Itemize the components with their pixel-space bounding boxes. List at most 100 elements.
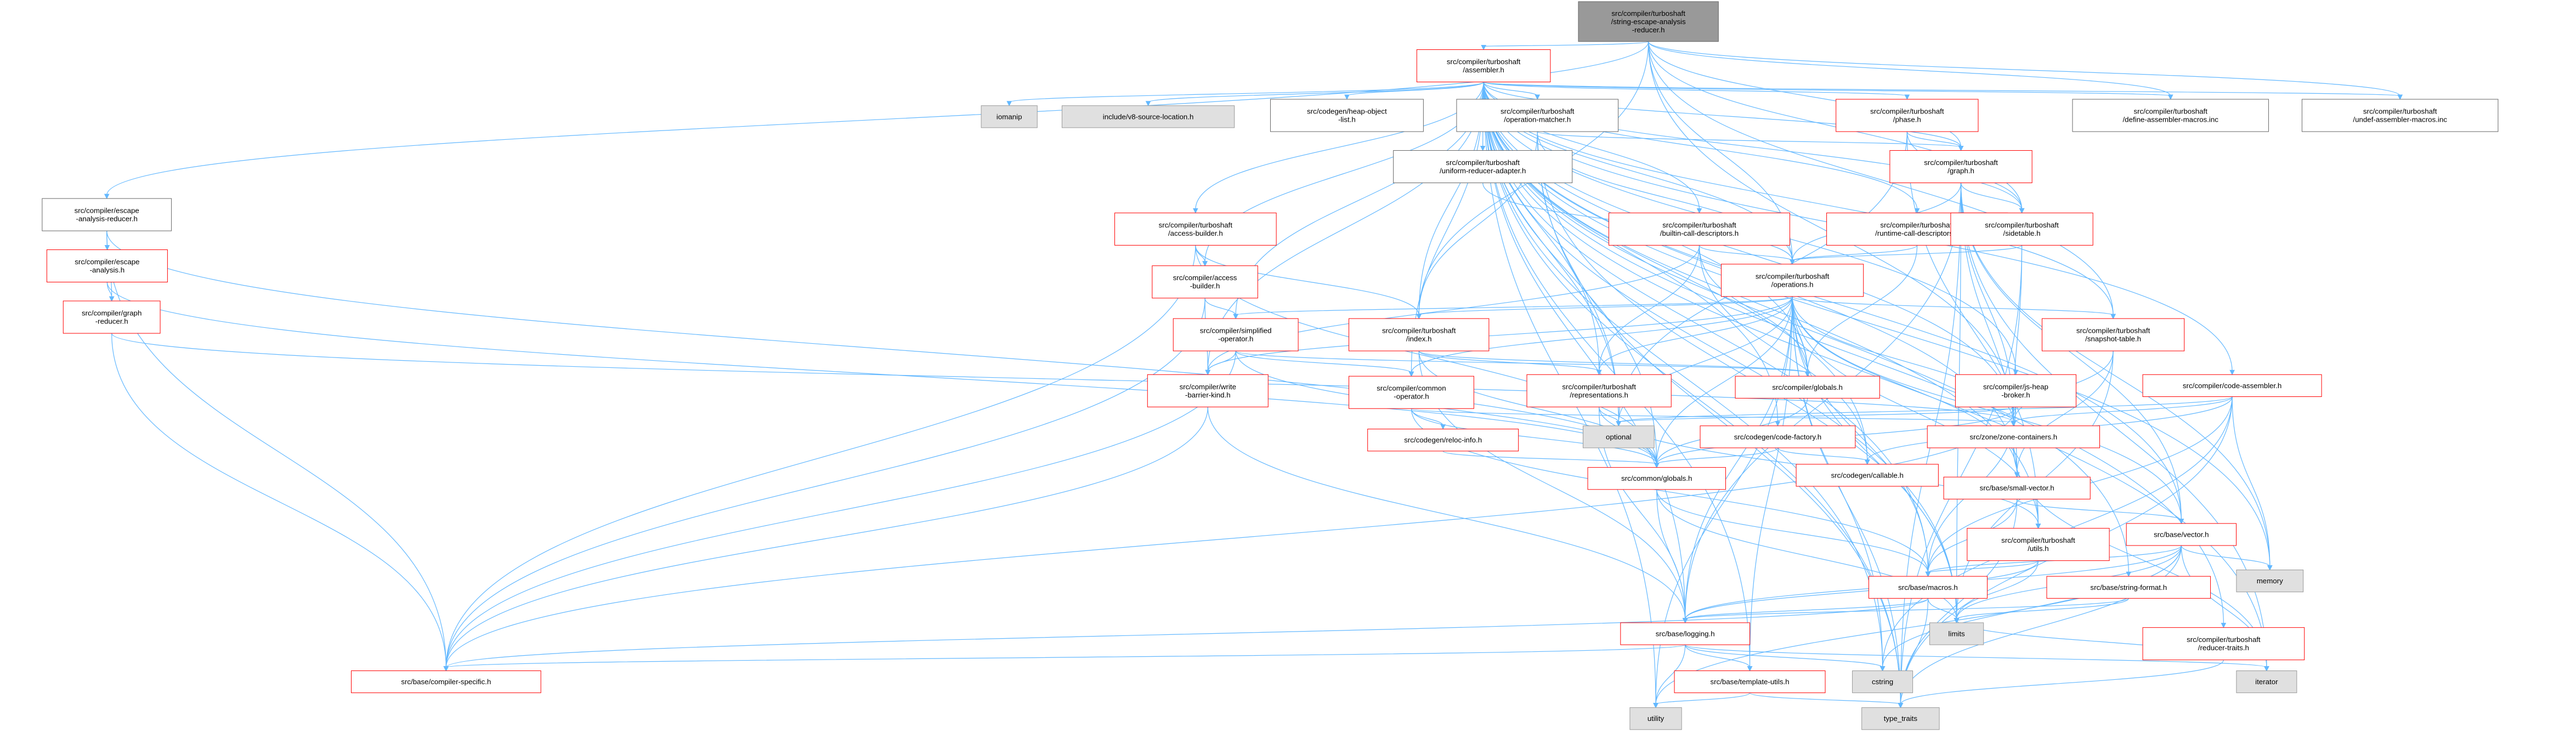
node-undef-macros[interactable]: src/compiler/turboshaft/undef-assembler-… xyxy=(2301,99,2499,132)
node-callable[interactable]: src/codegen/callable.h xyxy=(1796,464,1939,487)
node-box xyxy=(1836,99,1979,132)
node-common-operator[interactable]: src/compiler/common-operator.h xyxy=(1349,376,1474,409)
node-representations[interactable]: src/compiler/turboshaft/representations.… xyxy=(1526,374,1672,407)
node-memory: memory xyxy=(2236,570,2304,593)
node-box xyxy=(1674,670,1826,694)
node-box xyxy=(1861,707,1940,730)
node-box xyxy=(1526,374,1672,407)
node-access-builder[interactable]: src/compiler/access-builder.h xyxy=(1152,265,1258,299)
node-box xyxy=(1629,707,1682,730)
node-js-heap-broker[interactable]: src/compiler/js-heap-broker.h xyxy=(1955,374,2076,407)
node-template-utils[interactable]: src/base/template-utils.h xyxy=(1674,670,1826,694)
node-cstring: cstring xyxy=(1852,670,1913,694)
node-label: src/compiler/turboshaft xyxy=(1880,221,1954,229)
node-uniform-reducer-adapter[interactable]: src/compiler/turboshaft/uniform-reducer-… xyxy=(1393,150,1573,183)
node-escape-analysis[interactable]: src/compiler/escape-analysis.h xyxy=(46,249,168,283)
node-write-barrier-kind[interactable]: src/compiler/write-barrier-kind.h xyxy=(1147,374,1269,407)
node-define-macros[interactable]: src/compiler/turboshaft/define-assembler… xyxy=(2072,99,2269,132)
node-code-factory[interactable]: src/codegen/code-factory.h xyxy=(1700,425,1856,448)
node-common-globals[interactable]: src/common/globals.h xyxy=(1587,467,1726,490)
node-label: type_traits xyxy=(1884,714,1918,723)
node-label: src/compiler/turboshaft xyxy=(1382,327,1456,335)
node-label: /index.h xyxy=(1406,335,1432,343)
node-label: src/compiler/turboshaft xyxy=(1924,158,1998,167)
node-label: /undef-assembler-macros.inc xyxy=(2353,116,2447,124)
node-box xyxy=(1456,99,1619,132)
node-label: src/compiler/code-assembler.h xyxy=(2183,382,2281,390)
node-box xyxy=(1852,670,1913,694)
node-box xyxy=(1720,264,1864,297)
node-label: src/compiler/turboshaft xyxy=(2133,107,2207,116)
node-access-builder-ts[interactable]: src/compiler/turboshaft/access-builder.h xyxy=(1114,212,1277,246)
node-label: src/compiler/turboshaft xyxy=(2001,536,2075,544)
node-label: /sidetable.h xyxy=(2003,229,2041,237)
node-label: src/zone/zone-containers.h xyxy=(1970,433,2058,441)
node-zone-containers[interactable]: src/zone/zone-containers.h xyxy=(1927,425,2100,448)
edge-template_utils-to-utility xyxy=(1653,692,1751,708)
node-simplified-operator[interactable]: src/compiler/simplified-operator.h xyxy=(1173,318,1299,351)
node-box xyxy=(2142,374,2322,397)
node-label: src/compiler/turboshaft xyxy=(1159,221,1233,229)
edge-assembler-to-define_macros xyxy=(1483,81,2173,100)
node-utility: utility xyxy=(1629,707,1682,730)
node-small-vector[interactable]: src/base/small-vector.h xyxy=(1943,476,2091,499)
node-label: src/compiler/turboshaft xyxy=(1985,221,2059,229)
node-label: src/compiler/turboshaft xyxy=(1611,9,1685,18)
edge-logging-to-template_utils xyxy=(1685,644,1753,672)
node-label: src/compiler/turboshaft xyxy=(1501,107,1575,116)
node-logging[interactable]: src/base/logging.h xyxy=(1620,622,1751,645)
node-reducer-traits[interactable]: src/compiler/turboshaft/reducer-traits.h xyxy=(2142,627,2305,661)
node-box xyxy=(1147,374,1269,407)
node-label: src/compiler/access xyxy=(1173,274,1237,282)
node-compiler-globals[interactable]: src/compiler/globals.h xyxy=(1735,376,1880,399)
edge-small_vector-to-vector xyxy=(2017,499,2184,524)
node-box xyxy=(1735,376,1880,399)
edge-root-to-assembler xyxy=(1481,41,1649,50)
node-phase[interactable]: src/compiler/turboshaft/phase.h xyxy=(1836,99,1979,132)
node-sidetable[interactable]: src/compiler/turboshaft/sidetable.h xyxy=(1950,212,2093,246)
edge-operations-to-simplified_operator xyxy=(1233,296,1793,320)
node-graph[interactable]: src/compiler/turboshaft/graph.h xyxy=(1889,150,2033,183)
node-compiler-specific[interactable]: src/base/compiler-specific.h xyxy=(351,670,541,694)
node-box xyxy=(1620,622,1751,645)
node-label: src/compiler/turboshaft xyxy=(2187,635,2261,644)
node-box xyxy=(1578,1,1719,42)
node-label: /snapshot-table.h xyxy=(2085,335,2141,343)
node-label: -builder.h xyxy=(1190,282,1220,290)
node-label: src/common/globals.h xyxy=(1621,474,1692,482)
node-label: -broker.h xyxy=(2001,391,2030,399)
node-escape-reducer[interactable]: src/compiler/escape-analysis-reducer.h xyxy=(42,198,172,231)
node-reloc-info[interactable]: src/codegen/reloc-info.h xyxy=(1367,429,1519,452)
node-ts-utils[interactable]: src/compiler/turboshaft/utils.h xyxy=(1967,528,2110,561)
edge-code_factory-to-common_globals xyxy=(1654,447,1779,468)
node-string-format[interactable]: src/base/string-format.h xyxy=(2046,576,2211,599)
node-limits: limits xyxy=(1929,622,1984,645)
node-label: src/compiler/write xyxy=(1180,383,1236,391)
node-label: src/compiler/simplified xyxy=(1200,327,1272,335)
node-snapshot-table[interactable]: src/compiler/turboshaft/snapshot-table.h xyxy=(2041,318,2185,351)
edge-string_format-to-logging xyxy=(1682,598,2129,623)
edge-escape_reducer-to-compiler_specific xyxy=(106,231,449,672)
node-code-assembler[interactable]: src/compiler/code-assembler.h xyxy=(2142,374,2322,397)
node-label: src/compiler/common xyxy=(1377,384,1446,393)
node-assembler[interactable]: src/compiler/turboshaft/assembler.h xyxy=(1416,49,1551,83)
node-label: src/compiler/turboshaft xyxy=(2363,107,2437,116)
node-ts-index[interactable]: src/compiler/turboshaft/index.h xyxy=(1349,318,1490,351)
node-box xyxy=(2072,99,2269,132)
node-heap-object-list[interactable]: src/codegen/heap-object-list.h xyxy=(1270,99,1424,132)
node-box xyxy=(2301,99,2499,132)
node-macros[interactable]: src/base/macros.h xyxy=(1868,576,1988,599)
node-graph-reducer[interactable]: src/compiler/graph-reducer.h xyxy=(63,300,161,334)
edge-operations-to-snapshot_table xyxy=(1792,296,2116,320)
edge-access_builder-to-simplified_operator xyxy=(1204,298,1239,320)
node-operation-matcher[interactable]: src/compiler/turboshaft/operation-matche… xyxy=(1456,99,1619,132)
node-operations[interactable]: src/compiler/turboshaft/operations.h xyxy=(1720,264,1864,297)
node-builtin-call-desc[interactable]: src/compiler/turboshaft/builtin-call-des… xyxy=(1608,212,1790,246)
node-label: cstring xyxy=(1872,678,1893,686)
node-label: src/compiler/escape xyxy=(75,207,139,215)
node-root[interactable]: src/compiler/turboshaft/string-escape-an… xyxy=(1578,1,1719,42)
node-iterator: iterator xyxy=(2236,670,2297,694)
node-vector[interactable]: src/base/vector.h xyxy=(2126,523,2237,546)
edge-assembler-to-string_format xyxy=(1483,82,2132,577)
